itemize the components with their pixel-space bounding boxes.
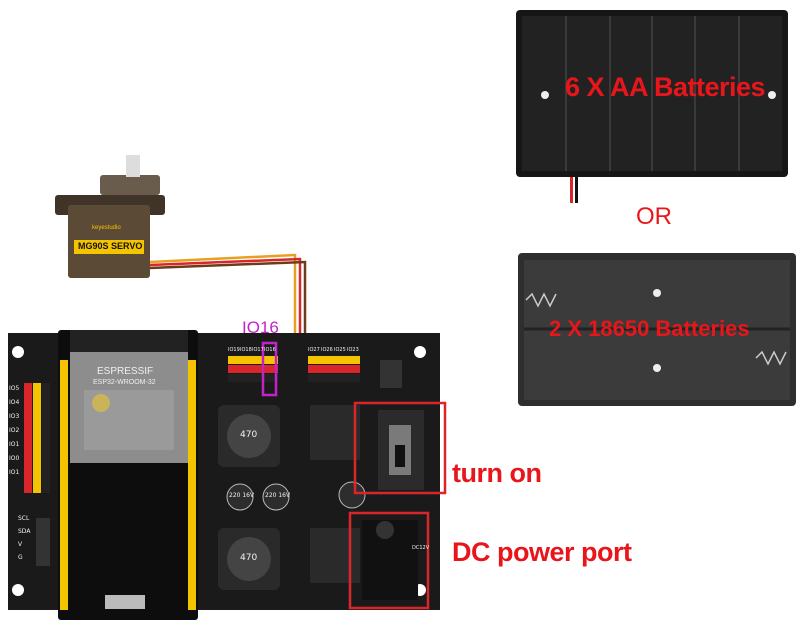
servo-motor (55, 155, 165, 278)
bottom-left-pin-label: G (18, 554, 23, 561)
left-pin-label: IO3 (9, 413, 20, 420)
left-pin-label: IO0 (9, 455, 20, 462)
18650-battery-box (518, 253, 796, 406)
bottom-left-pin-label: V (18, 541, 23, 548)
top-pin-headers (228, 356, 360, 382)
top-pin-label: IO16 (264, 347, 276, 353)
left-pin-label: IO4 (9, 399, 20, 406)
or-label: OR (636, 203, 672, 230)
dc-jack-label: DC12V (412, 545, 430, 551)
capacitor-label: 220 16V (229, 492, 255, 499)
module-brand: ESPRESSIF (97, 366, 154, 377)
dc-port-highlight-box (348, 511, 430, 610)
switch-highlight-box (353, 401, 447, 495)
left-pin-label: IO1 (9, 441, 20, 448)
bottom-left-pin-label: SDA (18, 528, 31, 535)
top-pin-label: IO17 (252, 347, 264, 353)
io16-label: IO16 (242, 318, 279, 337)
servo-model: MG90S SERVO (78, 241, 143, 251)
driver-board (8, 330, 440, 620)
top-pin-label: IO27 (308, 347, 320, 353)
dc-power-port-label: DC power port (452, 537, 632, 567)
bottom-left-pin-label: SCL (18, 515, 30, 522)
servo-brand: keyestudio (92, 225, 121, 231)
aa-battery-box (516, 10, 788, 203)
left-pin-label: IO2 (9, 427, 20, 434)
top-pin-label: IO26 (321, 347, 333, 353)
inductor-label: 470 (240, 553, 258, 563)
inductor-label: 470 (240, 430, 258, 440)
top-pin-label: IO18 (240, 347, 252, 353)
aa-battery-label: 6 X AA Batteries (565, 72, 766, 102)
left-pin-label: IO5 (9, 385, 20, 392)
left-pin-headers (24, 383, 50, 493)
io16-highlight-box (261, 341, 278, 397)
top-pin-label: IO25 (334, 347, 346, 353)
capacitor-label: 220 16V (265, 492, 291, 499)
top-pin-label: IO23 (347, 347, 359, 353)
module-model: ESP32-WROOM-32 (93, 379, 156, 386)
top-pin-label: IO19 (228, 347, 240, 353)
18650-battery-label: 2 X 18650 Batteries (549, 316, 750, 341)
left-pin-label: IO1 (9, 469, 20, 476)
turn-on-label: turn on (452, 458, 542, 488)
